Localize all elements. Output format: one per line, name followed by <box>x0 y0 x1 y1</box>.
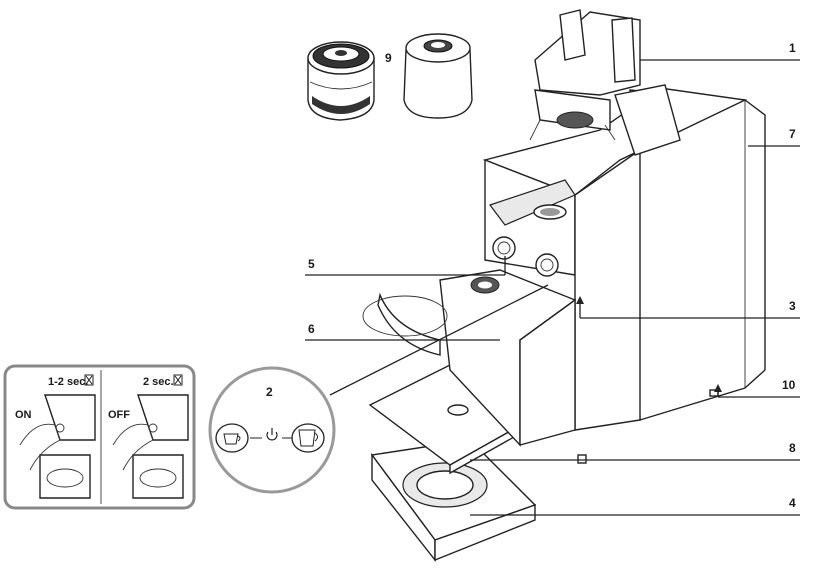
small-cup-icon <box>216 424 248 452</box>
callout-10: 10 <box>782 378 796 392</box>
on-off-inset: 1-2 sec. 2 sec. ON OFF <box>5 366 194 508</box>
callout-5: 5 <box>308 257 315 271</box>
on-label: ON <box>15 409 32 421</box>
left-time-label: 1-2 sec. <box>48 376 88 388</box>
capsules <box>308 34 472 120</box>
callout-6: 6 <box>308 322 315 336</box>
large-cup-button <box>536 254 558 276</box>
capsule-ridged <box>308 42 374 120</box>
right-time-label: 2 sec. <box>143 376 174 388</box>
callout-7: 7 <box>789 127 796 141</box>
large-cup-icon <box>292 424 324 452</box>
callout-9: 9 <box>385 51 392 65</box>
callout-2: 2 <box>266 385 273 399</box>
callout-3: 3 <box>789 299 796 313</box>
small-cup-button <box>493 237 515 259</box>
callout-8: 8 <box>789 441 796 455</box>
callout-1: 1 <box>789 41 796 55</box>
capsule-smooth <box>404 34 472 118</box>
callout-4: 4 <box>789 496 796 510</box>
off-label: OFF <box>108 409 130 421</box>
